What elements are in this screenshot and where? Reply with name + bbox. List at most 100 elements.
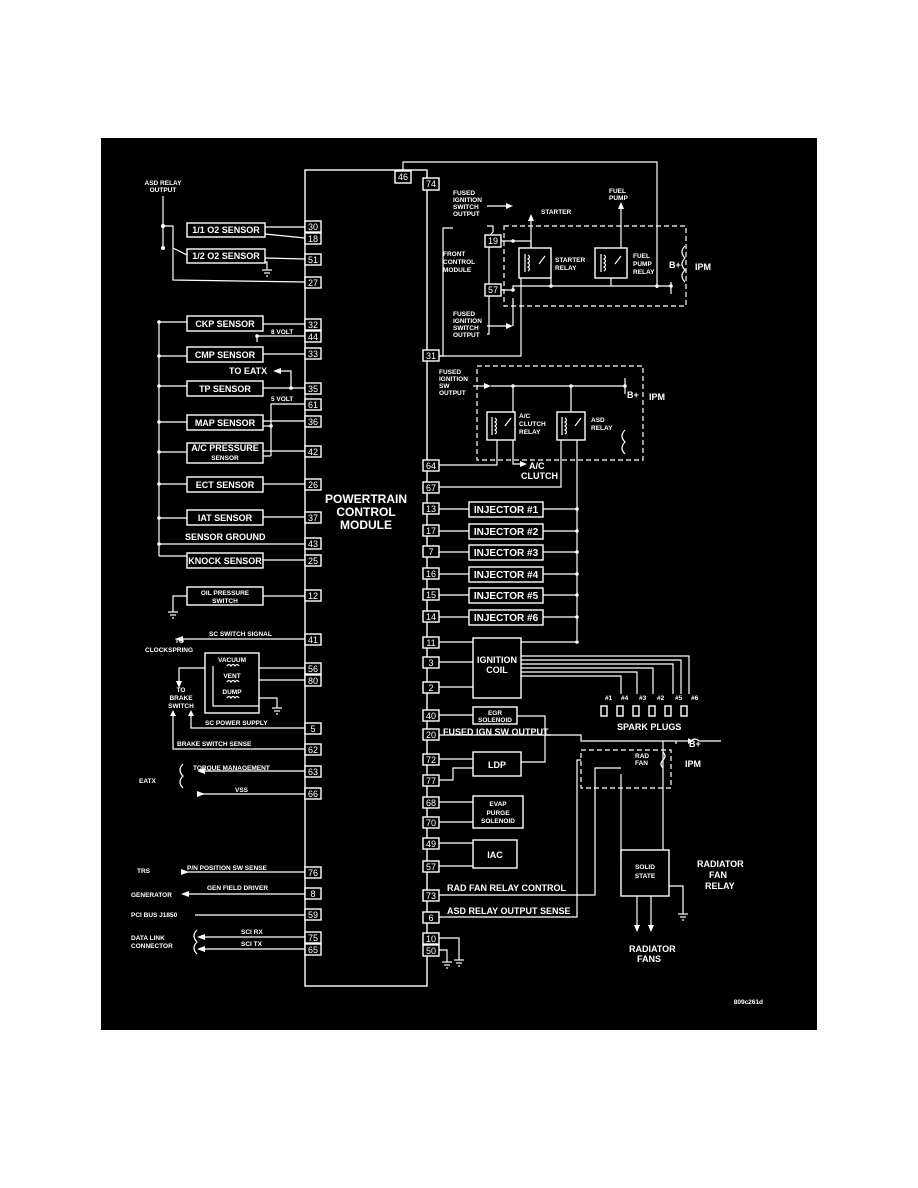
pin-66: 66 — [308, 789, 318, 799]
front-control-module-label-2: CONTROL — [443, 259, 475, 266]
front-control-module-label-3: MODULE — [443, 267, 472, 274]
knock-sensor-label: KNOCK SENSOR — [188, 556, 262, 566]
pin-41: 41 — [308, 635, 318, 645]
ldp-label: LDP — [488, 760, 506, 770]
plug-label-3: #3 — [639, 695, 647, 702]
pin-13: 13 — [426, 504, 436, 514]
iat-sensor-label: IAT SENSOR — [198, 513, 253, 523]
brake-switch-sense-label: BRAKE SWITCH SENSE — [177, 741, 252, 748]
evap-label-2: PURGE — [486, 810, 510, 817]
front-control-module-label-1: FRONT — [443, 251, 465, 258]
tp-sensor-label: TP SENSOR — [199, 384, 251, 394]
sci-rx-label: SCI RX — [241, 929, 263, 936]
pin-5: 5 — [310, 724, 315, 734]
pin-44: 44 — [308, 332, 318, 342]
b-plus-label-1: B+ — [669, 260, 681, 270]
pin-18: 18 — [308, 234, 318, 244]
plug-label-4: #4 — [621, 695, 629, 702]
injector-1-label: INJECTOR #1 — [474, 505, 539, 516]
pin-11: 11 — [426, 638, 435, 648]
sensor-ground-label: SENSOR GROUND — [185, 532, 266, 542]
eatx-label: EATX — [139, 778, 157, 785]
pin-62: 62 — [308, 745, 318, 755]
pin-30: 30 — [308, 222, 318, 232]
pcm-body — [304, 169, 428, 987]
ac-clutch-relay-label-1: A/C — [519, 413, 531, 420]
wiring-diagram-svg: POWERTRAIN CONTROL MODULE 46 74 30 18 51… — [131, 161, 763, 1006]
fused-ign-1-label-2: IGNITION — [453, 197, 482, 204]
injectors: INJECTOR #1 INJECTOR #2 INJECTOR #3 INJE… — [439, 501, 579, 626]
vacuum-label: VACUUM — [218, 657, 246, 664]
pin-72: 72 — [426, 755, 436, 765]
pin-17: 17 — [426, 526, 436, 536]
solid-state-label-2: STATE — [635, 873, 656, 880]
plug-label-2: #2 — [657, 695, 665, 702]
evap-purge-solenoid — [472, 795, 524, 829]
starter-label: STARTER — [541, 209, 572, 216]
egr-label-1: EGR — [488, 710, 502, 717]
fused-ign-2-label-4: OUTPUT — [453, 332, 480, 339]
ignition-coil-label-2: COIL — [486, 665, 508, 675]
pin-65: 65 — [308, 945, 318, 955]
asd-relay — [556, 411, 586, 441]
fuel-pump-label-1: FUEL — [609, 188, 626, 195]
ect-sensor-label: ECT SENSOR — [196, 480, 255, 490]
eight-volt-label: 8 VOLT — [271, 329, 293, 336]
injector-3-label: INJECTOR #3 — [474, 548, 539, 559]
ipm-top-box — [503, 225, 687, 307]
ipm-label-2: IPM — [649, 392, 665, 402]
map-sensor-label: MAP SENSOR — [195, 418, 256, 428]
radiator-fan-relay-label-1: RADIATOR — [697, 859, 744, 869]
pin-74: 74 — [426, 179, 436, 189]
pin-31: 31 — [426, 351, 436, 361]
pin-73: 73 — [426, 891, 436, 901]
injector-5-label: INJECTOR #5 — [474, 591, 539, 602]
ac-clutch-relay — [486, 411, 516, 441]
pin-35: 35 — [308, 384, 318, 394]
pin-59: 59 — [308, 910, 318, 920]
vss-label: VSS — [235, 787, 249, 794]
data-link-label-2: CONNECTOR — [131, 943, 173, 950]
spark-plugs-label: SPARK PLUGS — [617, 722, 681, 732]
fuel-pump-relay-label-3: RELAY — [633, 269, 655, 276]
dump-label: DUMP — [222, 689, 242, 696]
rad-fan-relay-control-label: RAD FAN RELAY CONTROL — [447, 883, 567, 893]
starter-relay — [518, 247, 552, 279]
radiator-fan-relay-label-3: RELAY — [705, 881, 735, 891]
pin-6: 6 — [428, 913, 433, 923]
asd-relay-label-2: RELAY — [591, 425, 613, 432]
pin-80: 80 — [308, 676, 318, 686]
ldp — [472, 751, 522, 777]
ipm-middle-box — [476, 365, 644, 461]
pin-32: 32 — [308, 320, 318, 330]
fused-ign-sw-label-2: IGNITION — [439, 376, 468, 383]
iac — [472, 839, 518, 869]
ac-pressure-sensor-label-1: A/C PRESSURE — [191, 443, 259, 453]
pin-37: 37 — [308, 513, 318, 523]
solid-state-relay — [620, 849, 670, 897]
fused-ign-sw-label-4: OUTPUT — [439, 390, 466, 397]
o2-sensor-1-1-label: 1/1 O2 SENSOR — [192, 225, 260, 235]
starter-relay-label-2: RELAY — [555, 265, 577, 272]
trs-label: TRS — [137, 868, 151, 875]
left-pin-column: 30 18 51 27 32 44 33 35 61 36 42 26 37 4… — [304, 220, 322, 956]
pcm-title-2: CONTROL — [336, 505, 395, 519]
asd-relay-label-1: ASD — [591, 417, 605, 424]
ipm-label-1: IPM — [695, 262, 711, 272]
fused-ign-1-label-1: FUSED — [453, 190, 475, 197]
o2-sensor-1-2-label: 1/2 O2 SENSOR — [192, 251, 260, 261]
fused-ign-sw-label-1: FUSED — [439, 369, 461, 376]
fuel-pump-label-2: PUMP — [609, 195, 628, 202]
to-brake-switch-label-3: SWITCH — [168, 703, 194, 710]
data-link-label-1: DATA LINK — [131, 935, 165, 942]
pin-19: 19 — [488, 236, 498, 246]
pin-46: 46 — [398, 172, 408, 182]
plug-label-5: #5 — [675, 695, 683, 702]
torque-management-label: TORQUE MANAGEMENT — [193, 765, 270, 772]
ac-pressure-sensor — [186, 442, 264, 464]
solid-state-label-1: SOLID — [635, 864, 655, 871]
pin-50: 50 — [426, 946, 436, 956]
pin-7: 7 — [428, 547, 433, 557]
to-eatx-label: TO EATX — [229, 366, 267, 376]
iac-label: IAC — [487, 850, 503, 860]
